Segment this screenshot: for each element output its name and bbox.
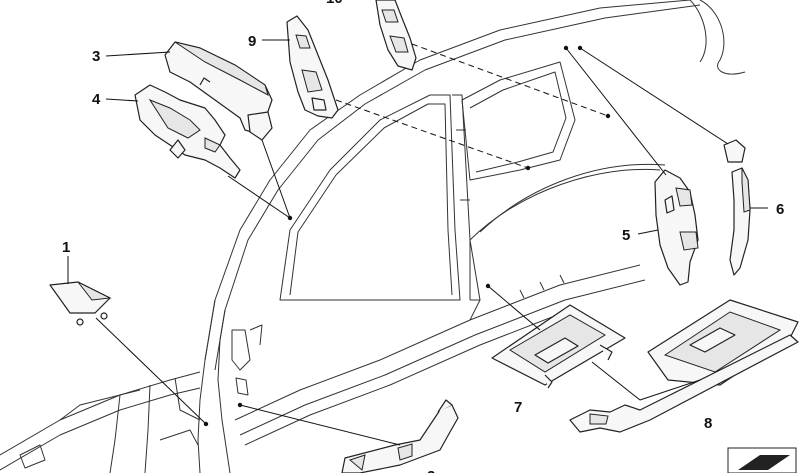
car-body-side-frame — [0, 0, 746, 473]
part-5 — [654, 169, 699, 286]
callout-5: 5 — [622, 227, 630, 244]
part-10 — [375, 0, 417, 71]
callout-1: 1 — [62, 239, 70, 256]
part-9 — [286, 15, 339, 119]
callout-labels: 1 3 4 5 6 7 8 9 10 2 — [62, 0, 784, 473]
callout-10: 10 — [326, 0, 343, 7]
callout-6: 6 — [776, 201, 784, 218]
leader-lines — [67, 39, 768, 446]
part-2 — [341, 399, 459, 473]
callout-8: 8 — [704, 415, 712, 432]
part-8 — [569, 299, 799, 433]
callout-9: 9 — [248, 33, 256, 50]
part-3 — [164, 41, 273, 141]
part-6 — [723, 139, 751, 276]
callout-2: 2 — [427, 468, 435, 473]
callout-4: 4 — [92, 91, 101, 108]
part-4 — [134, 84, 241, 179]
callout-7: 7 — [514, 399, 522, 416]
part-7 — [491, 304, 626, 389]
orientation-arrow-icon — [727, 447, 797, 473]
callout-3: 3 — [92, 48, 100, 65]
part-1 — [49, 281, 112, 326]
